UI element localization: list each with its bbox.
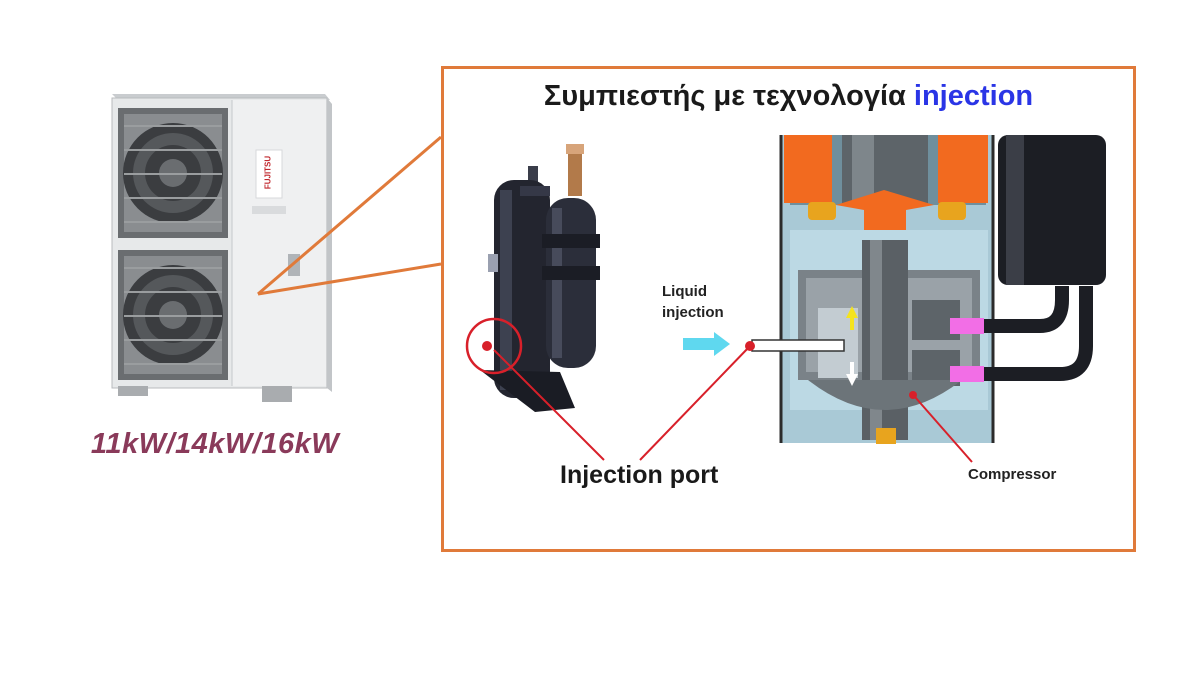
title-highlight: injection: [913, 80, 1034, 112]
liquid-injection-line2: injection: [662, 304, 724, 321]
liquid-injection-label: Liquid injection: [662, 281, 762, 323]
callout-line-top: [257, 135, 442, 296]
compressor-cutaway-diagram: [779, 135, 1106, 444]
callout-box: [441, 66, 1136, 552]
liquid-flow-arrow: [683, 332, 730, 356]
injection-port-dot-photo: [482, 341, 492, 351]
injection-port-label: Injection port: [560, 461, 719, 489]
capacity-label: 11kW/14kW/16kW: [90, 428, 340, 460]
compressor-photo: [480, 144, 600, 412]
leader-line-compressor: [914, 396, 973, 463]
compressor-point-dot: [909, 391, 917, 399]
injection-port-highlight-ring: [465, 317, 523, 375]
brand-logo: [255, 149, 283, 199]
upper-fan-grille: [118, 108, 228, 238]
lower-fan-grille: [118, 250, 228, 380]
leader-line-diagram: [639, 345, 751, 461]
callout-line-bottom: [257, 262, 442, 296]
leader-line-photo: [493, 349, 605, 461]
title-text: Συμπιεστής με τεχνολογία: [543, 80, 906, 112]
outdoor-unit-image: [111, 94, 332, 402]
diagram-title: Συμπιεστής με τεχνολογία injection: [441, 80, 1136, 113]
compressor-label: Compressor: [968, 466, 1057, 483]
unit-brand-label: FUJITSU: [263, 155, 273, 190]
liquid-injection-line1: Liquid: [662, 283, 707, 300]
